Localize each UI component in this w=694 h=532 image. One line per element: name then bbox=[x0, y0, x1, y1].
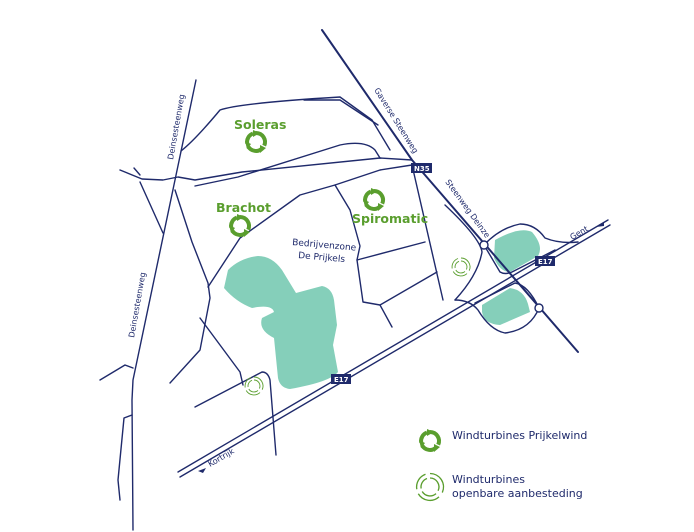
zone-label-line2: De Prijkels bbox=[298, 251, 346, 265]
road-label-kortrijk: Kortrijk bbox=[207, 446, 237, 468]
recycle-arrows-outline-icon bbox=[244, 376, 264, 396]
legend-recycle-arrows-icon bbox=[417, 427, 442, 454]
shield-e17-east: E17 bbox=[535, 256, 555, 266]
road-label-steenweg-deinze: Steenweg Deinze bbox=[443, 178, 491, 240]
road-network bbox=[99, 29, 611, 531]
recycle-arrows-icon bbox=[227, 212, 252, 239]
recycle-arrows-icon bbox=[361, 186, 386, 213]
svg-text:E17: E17 bbox=[538, 258, 553, 266]
interchange-area-north bbox=[494, 230, 540, 272]
shield-n35: N35 bbox=[411, 163, 432, 173]
site-label-brachot: Brachot bbox=[216, 200, 271, 215]
shield-e17-west: E17 bbox=[331, 374, 351, 384]
legend-item-aanbesteding-line2: openbare aanbesteding bbox=[452, 487, 583, 500]
industrial-area bbox=[224, 256, 338, 389]
recycle-arrows-outline-icon bbox=[451, 257, 471, 277]
road-label-deinsesteenweg-north: Deinsesteenweg bbox=[166, 94, 186, 161]
site-label-soleras: Soleras bbox=[234, 117, 286, 132]
legend-item-aanbesteding-line1: Windturbines bbox=[452, 473, 525, 486]
svg-text:E17: E17 bbox=[334, 376, 349, 384]
legend-recycle-arrows-outline-icon bbox=[415, 472, 445, 502]
legend-item-prijkelwind: Windturbines Prijkelwind bbox=[452, 429, 588, 442]
interchange-area-south bbox=[482, 288, 530, 325]
svg-text:N35: N35 bbox=[414, 165, 430, 173]
road-label-gaverse-steenweg: Gaverse Steenweg bbox=[372, 86, 420, 155]
site-label-spiromatic: Spiromatic bbox=[352, 211, 428, 226]
recycle-arrows-icon bbox=[243, 128, 268, 155]
legend-item-aanbesteding: Windturbines openbare aanbesteding bbox=[452, 473, 583, 501]
